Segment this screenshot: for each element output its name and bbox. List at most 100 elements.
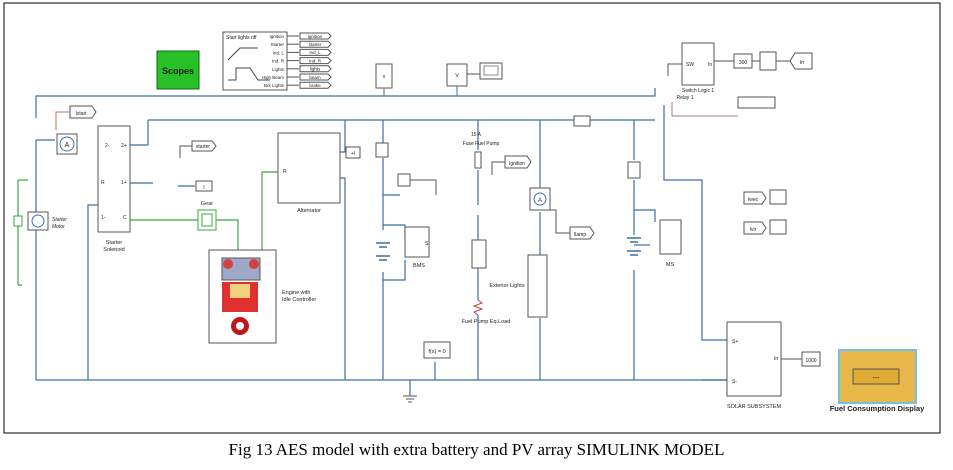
ms-block[interactable] (659, 219, 682, 255)
fuel-consumption-value-box (852, 368, 900, 385)
signal-output-label: Brk Lights (264, 83, 285, 88)
sequence-block (759, 51, 777, 71)
signal-goto-tag (299, 32, 332, 40)
engine-label-1: Engine with (282, 290, 310, 296)
exterior-lights-label: Exterior Lights (489, 283, 524, 289)
signal-goto-tag-label: Ind_R (309, 58, 322, 63)
signal-goto-tag (299, 48, 332, 56)
engine-block[interactable] (208, 249, 277, 344)
alternator-label: Alternator (297, 208, 321, 214)
solar-subsystem-block[interactable] (726, 321, 782, 397)
battery-1[interactable] (376, 242, 390, 261)
exterior-lights-block[interactable] (527, 254, 548, 318)
svg-text:R: R (101, 180, 105, 186)
bms-block[interactable] (404, 226, 430, 258)
svg-text:V: V (455, 73, 459, 79)
ground-icon (403, 395, 417, 403)
battery-2[interactable] (627, 237, 641, 256)
svg-text:2+: 2+ (121, 143, 127, 149)
iwec-from-tag (743, 191, 767, 205)
figure-caption: Fig 13 AES model with extra battery and … (228, 440, 725, 459)
svg-text:R: R (283, 169, 287, 175)
constant-300-value: 300 (739, 60, 748, 66)
current-sensor-block-2 (573, 115, 591, 127)
svg-text:S-: S- (732, 379, 737, 385)
fuse-block (474, 151, 482, 169)
signal-builder-title: Start lights off (226, 35, 257, 41)
signal-output-label: Starter (270, 42, 284, 47)
signal-output-label: Ignition (269, 34, 284, 39)
svg-text:1+: 1+ (121, 180, 127, 186)
svg-text:+I: +I (351, 151, 355, 157)
svg-text:Irr: Irr (774, 356, 779, 362)
svg-text:1-: 1- (101, 215, 106, 221)
switch-logic-block[interactable] (681, 42, 715, 86)
bms-label: BMS (413, 263, 425, 269)
signal-goto-tag (299, 73, 332, 81)
signal-output-label: Lights (272, 67, 285, 72)
constant-1000-value: 1000 (805, 358, 816, 364)
lamp-ammeter-block (529, 187, 551, 211)
svg-text:starter: starter (196, 144, 211, 150)
switch-block-2 (397, 173, 411, 187)
signal-output-label: Ind. R (272, 59, 285, 64)
iwec-scope[interactable] (769, 189, 787, 205)
alternator-block[interactable] (277, 132, 341, 204)
signal-goto-tag (299, 81, 332, 89)
signal-goto-tag-label: brake (309, 83, 321, 88)
solver-label: f(x) = 0 (428, 349, 445, 355)
signal-goto-tag (299, 57, 332, 65)
switch-logic-label: Switch Logic 1 (682, 88, 714, 94)
starter-solenoid-label-2: Solenoid (103, 247, 124, 253)
signal-goto-tag-label: starter (309, 42, 322, 47)
svg-text:S: S (425, 241, 429, 247)
starter-from-tag (191, 140, 217, 152)
svg-text:Ivir: Ivir (750, 227, 757, 233)
ivir-from-tag (743, 221, 767, 235)
signal-goto-tag-label: lights (310, 67, 321, 72)
signal-goto-tag (299, 65, 332, 73)
electrical-wiring (35, 88, 727, 396)
svg-text:A: A (65, 142, 70, 149)
scopes-block[interactable] (156, 50, 200, 90)
current-sensor-block (345, 146, 361, 159)
fuel-consumption-title: Fuel Consumption Display (830, 404, 925, 413)
signal-output-label: High Beam (262, 75, 285, 80)
starter-solenoid-block[interactable] (97, 125, 131, 233)
sensor-block-1 (375, 142, 389, 158)
svg-text:Iwec: Iwec (748, 197, 759, 203)
engine-label-2: Idle Controller (282, 297, 316, 303)
svg-text:I: I (203, 185, 204, 191)
ignition-from-tag (504, 155, 532, 169)
svg-text:A: A (538, 198, 542, 204)
starter-motor-label-2: Motor (52, 224, 65, 230)
ivir-scope[interactable] (769, 219, 787, 235)
fuel-pump-load-label: Fuel Pump Eq.Load (462, 319, 511, 325)
switch-block (195, 180, 213, 192)
ilamp-goto-tag (569, 226, 595, 240)
mechanical-wiring (17, 171, 278, 286)
ms-label: MS (666, 262, 675, 268)
svg-text:C: C (123, 215, 127, 221)
signal-goto-tag-label: ignition (308, 34, 323, 39)
gear-block[interactable] (197, 209, 217, 231)
starter-motor-label-1: Starter (52, 217, 67, 223)
svg-text:Ilamp: Ilamp (574, 232, 586, 238)
fuse-label: Fuse Fuel Pump (463, 141, 500, 147)
diagram-frame (3, 2, 941, 434)
signal-builder[interactable]: Start lights off (222, 31, 288, 91)
scopes-label: Scopes (162, 66, 194, 76)
svg-text:2-: 2- (105, 143, 110, 149)
sensor-block-2 (627, 161, 641, 179)
gear-label: Gear (201, 201, 213, 207)
istart-goto-tag (69, 105, 97, 119)
fuel-pump-block (471, 239, 487, 269)
svg-text:Ignition: Ignition (509, 161, 525, 167)
signal-output-label: Ind. L (273, 50, 285, 55)
starter-motor-block[interactable] (13, 211, 49, 231)
svg-text:Irr: Irr (800, 60, 805, 66)
solver-config-block[interactable] (423, 341, 451, 359)
signal-goto-tag-label: Ind_L (309, 50, 321, 55)
svg-text:S+: S+ (732, 339, 738, 345)
